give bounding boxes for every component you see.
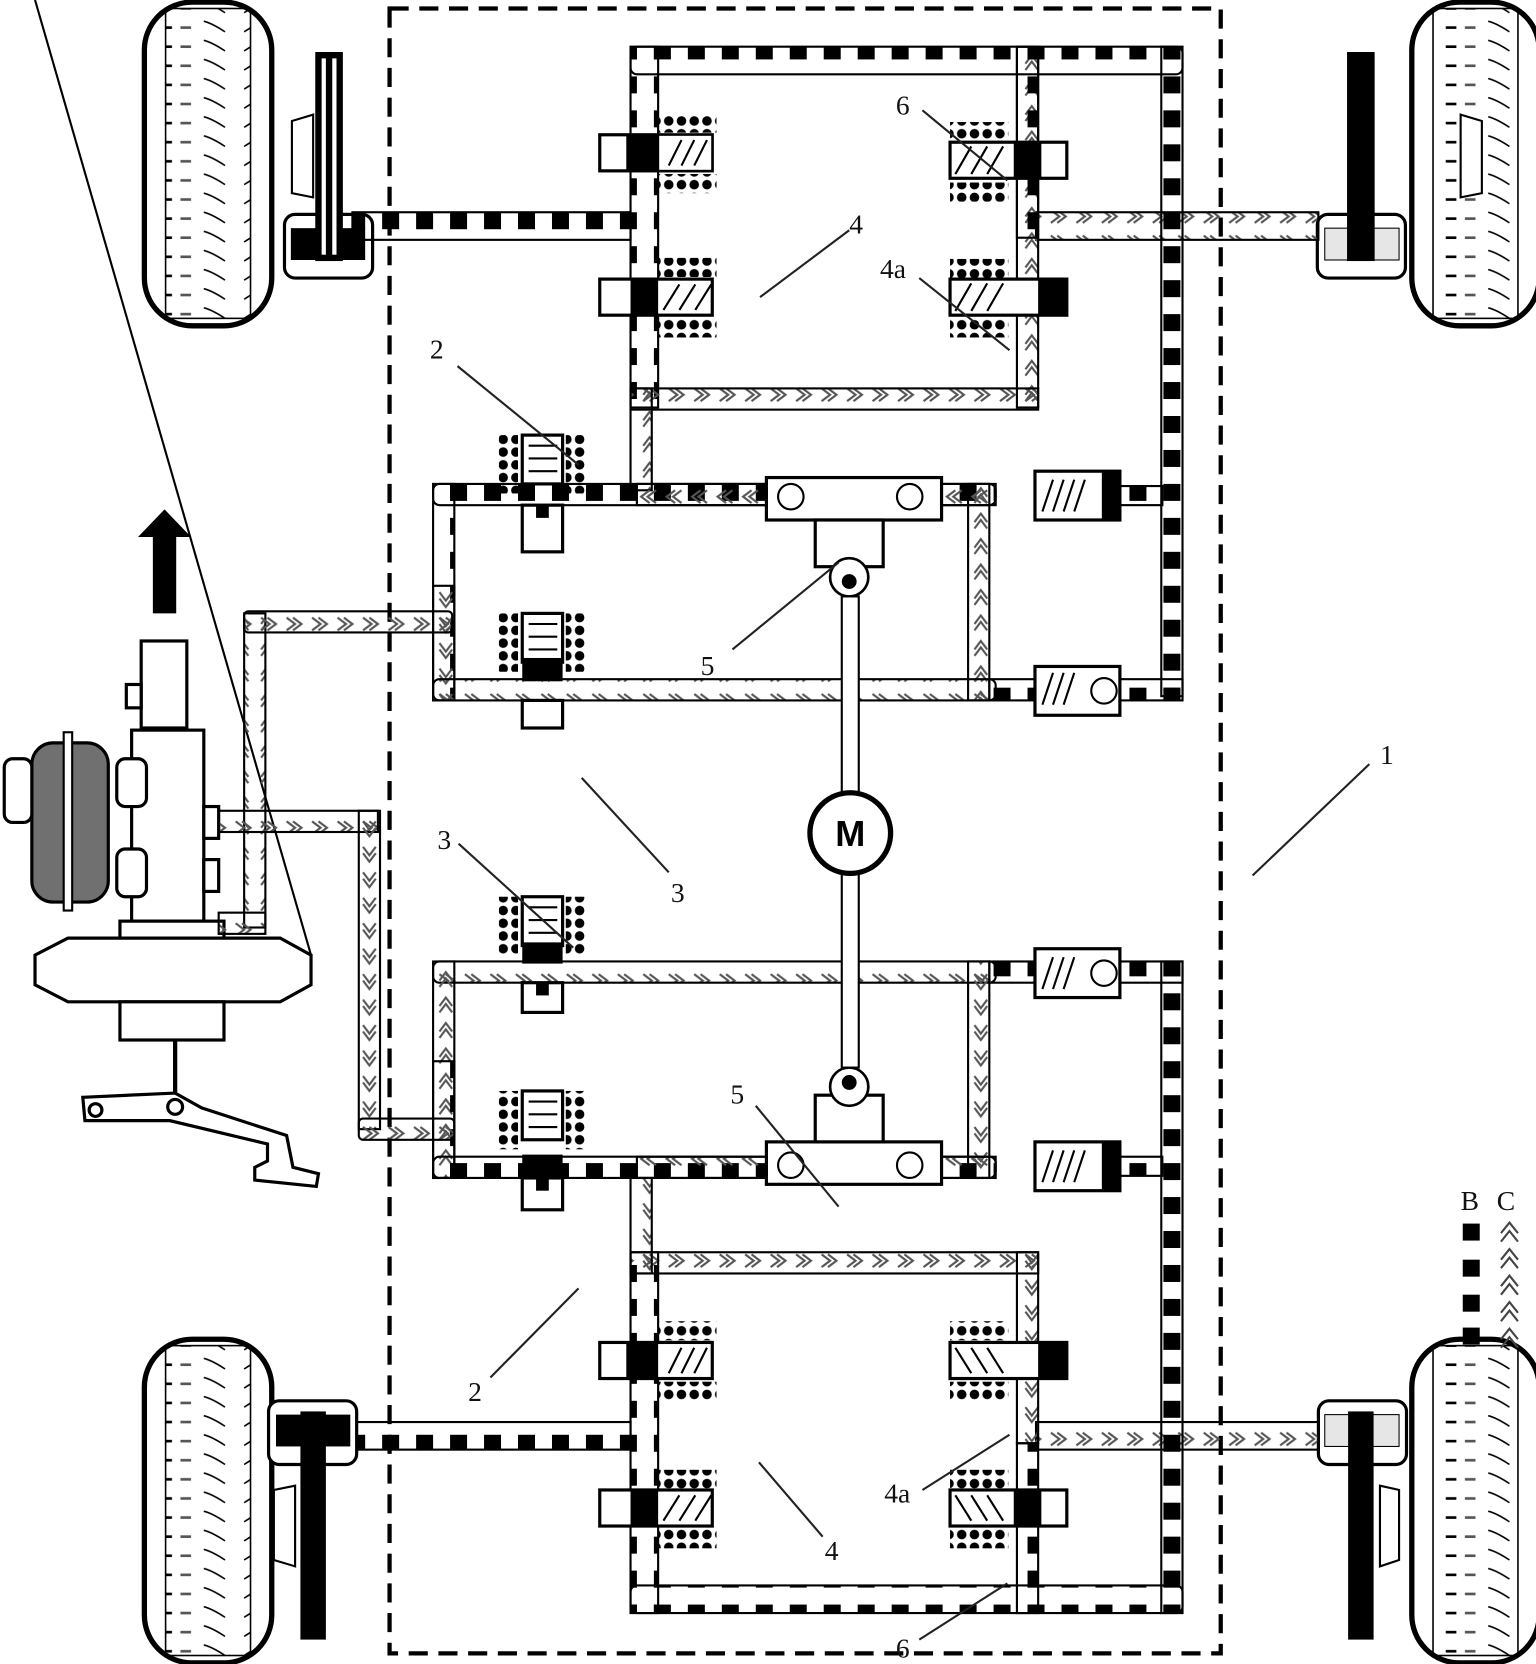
label-6-front: 6 xyxy=(896,90,910,121)
wheel-front-left xyxy=(141,0,375,329)
lower-circuit xyxy=(629,960,1184,1615)
motor-label: M xyxy=(835,813,865,854)
label-2-bottom: 2 xyxy=(468,1376,482,1407)
accumulator-top xyxy=(1033,469,1164,522)
label-2-top: 2 xyxy=(430,334,444,365)
label-4a-rear: 4a xyxy=(884,1478,910,1509)
wheel-rear-right xyxy=(1316,1336,1536,1664)
disc-brake-icon xyxy=(282,52,375,280)
label-6-rear: 6 xyxy=(896,1633,910,1664)
label-3-bottom: 3 xyxy=(437,824,451,855)
upper-circuit xyxy=(629,45,1184,698)
label-3-top: 3 xyxy=(671,877,685,908)
callouts: 1 2 2 3 3 4 4a 4 4a 5 5 6 6 xyxy=(430,90,1394,1664)
valve-2-top xyxy=(498,433,585,554)
label-4-front: 4 xyxy=(849,208,863,239)
label-4a-front: 4a xyxy=(880,253,906,284)
damper-bottom xyxy=(1033,947,1122,1000)
disc-brake-icon xyxy=(266,1399,359,1640)
legend-c-swatch xyxy=(1500,1220,1519,1349)
legend-b-label: B xyxy=(1461,1185,1479,1216)
valve-2-bottom xyxy=(498,1089,585,1212)
label-4-rear: 4 xyxy=(825,1535,839,1566)
accumulator-bottom xyxy=(1033,1140,1164,1193)
solenoid-valve-4-rear xyxy=(598,1321,717,1401)
line-rear-left xyxy=(355,1420,632,1451)
ecu-housing-outline xyxy=(387,6,1223,1656)
label-1: 1 xyxy=(1380,739,1394,770)
brake-pedal-icon xyxy=(81,1091,321,1189)
valve-3-top xyxy=(498,611,585,730)
motor-icon: M xyxy=(807,790,894,877)
solenoid-valve-4-front-b xyxy=(598,257,717,338)
arrow-up-icon xyxy=(137,509,192,614)
legend-b-swatch xyxy=(1462,1223,1480,1345)
solenoid-valve-4a-front xyxy=(948,258,1069,338)
line-master-to-lower xyxy=(217,809,379,834)
master-cylinder-icon xyxy=(2,0,313,1094)
valve-3-bottom xyxy=(498,895,585,1015)
solenoid-valve-4-front xyxy=(598,113,717,194)
wheel-front-right xyxy=(1315,0,1536,329)
valve-6-front xyxy=(948,122,1069,202)
legend-c-label: C xyxy=(1497,1185,1515,1216)
damper-top xyxy=(1033,664,1122,717)
label-5-bottom: 5 xyxy=(730,1079,744,1110)
wheel-rear-left xyxy=(141,1336,359,1664)
line-master-to-upper xyxy=(243,612,267,929)
valve-6-rear xyxy=(948,1469,1069,1549)
pump-5-bottom xyxy=(764,1066,944,1186)
disc-brake-icon xyxy=(1315,52,1483,280)
solenoid-valve-4a-rear xyxy=(948,1321,1069,1401)
label-5-top: 5 xyxy=(701,650,715,681)
legend: B C xyxy=(1461,1185,1519,1349)
pump-5-top xyxy=(764,475,944,598)
disc-brake-icon xyxy=(1316,1399,1409,1640)
line-front-left xyxy=(351,211,632,241)
solenoid-valve-4-rear-b xyxy=(598,1469,717,1549)
